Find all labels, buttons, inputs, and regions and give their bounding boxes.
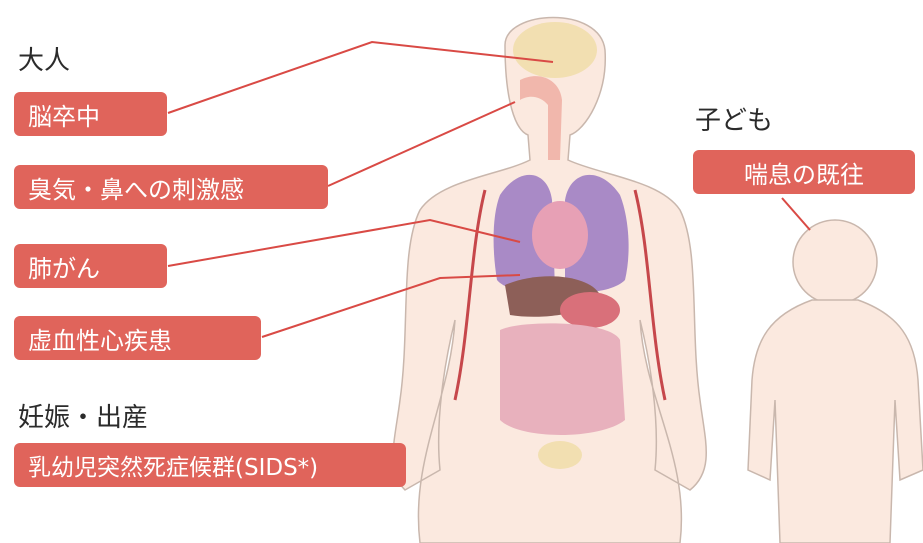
bladder <box>538 441 582 469</box>
label-odor: 臭気・鼻への刺激感 <box>14 165 328 209</box>
label-sids: 乳幼児突然死症候群(SIDS*) <box>14 443 406 487</box>
section-adult: 大人 <box>18 40 70 77</box>
adult-body-figure <box>393 18 706 543</box>
brain <box>513 22 597 78</box>
leader-odor <box>328 102 515 186</box>
leader-stroke <box>168 42 553 113</box>
label-stroke: 脳卒中 <box>14 92 167 136</box>
label-asthma: 喘息の既往 <box>693 150 915 194</box>
child-body-figure <box>748 220 923 543</box>
section-child: 子ども <box>695 100 773 137</box>
section-pregnancy: 妊娠・出産 <box>18 397 148 434</box>
label-ihd: 虚血性心疾患 <box>14 316 261 360</box>
stomach <box>560 292 620 328</box>
leader-asthma <box>782 198 810 230</box>
label-lung-cancer: 肺がん <box>14 244 167 288</box>
intestines <box>500 323 625 435</box>
heart <box>532 201 588 269</box>
